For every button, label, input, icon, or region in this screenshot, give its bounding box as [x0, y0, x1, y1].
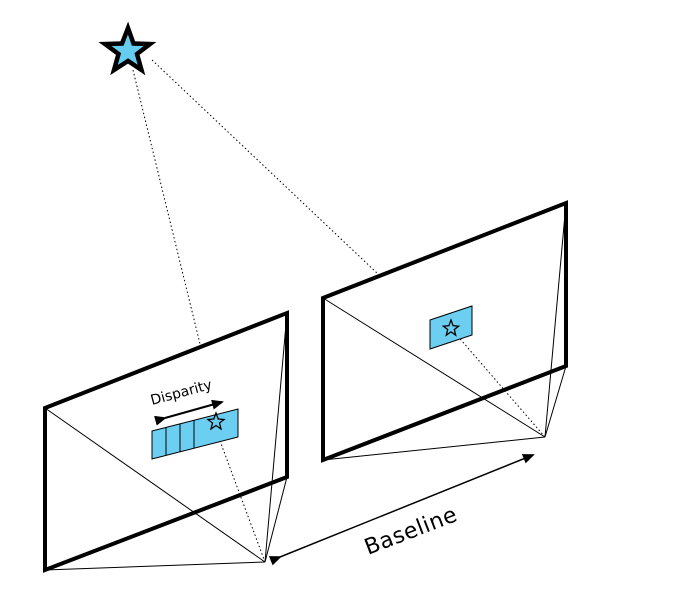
right-camera — [321, 200, 568, 463]
sight-ray-left — [132, 69, 202, 349]
frustum-line — [322, 297, 546, 438]
right-projection-ray — [454, 332, 546, 438]
disparity-arrow — [154, 399, 224, 426]
right-image-plane — [321, 200, 568, 463]
left-projection-ray — [212, 421, 266, 563]
star-icon — [98, 21, 157, 76]
baseline-arrow — [268, 454, 535, 566]
disparity-pixel-strip — [151, 408, 239, 460]
frustum-line — [44, 407, 266, 563]
disparity-label: Disparity — [149, 377, 214, 409]
frustum-line — [44, 561, 266, 571]
matched-patch — [429, 305, 473, 350]
frustum-line — [264, 312, 288, 563]
frustum-line — [544, 202, 567, 438]
left-camera: Disparity — [43, 310, 289, 573]
star-outline-icon — [441, 318, 461, 337]
baseline-label: Baseline — [361, 502, 461, 560]
frustum-line — [544, 365, 567, 438]
sight-ray-right — [151, 59, 379, 275]
